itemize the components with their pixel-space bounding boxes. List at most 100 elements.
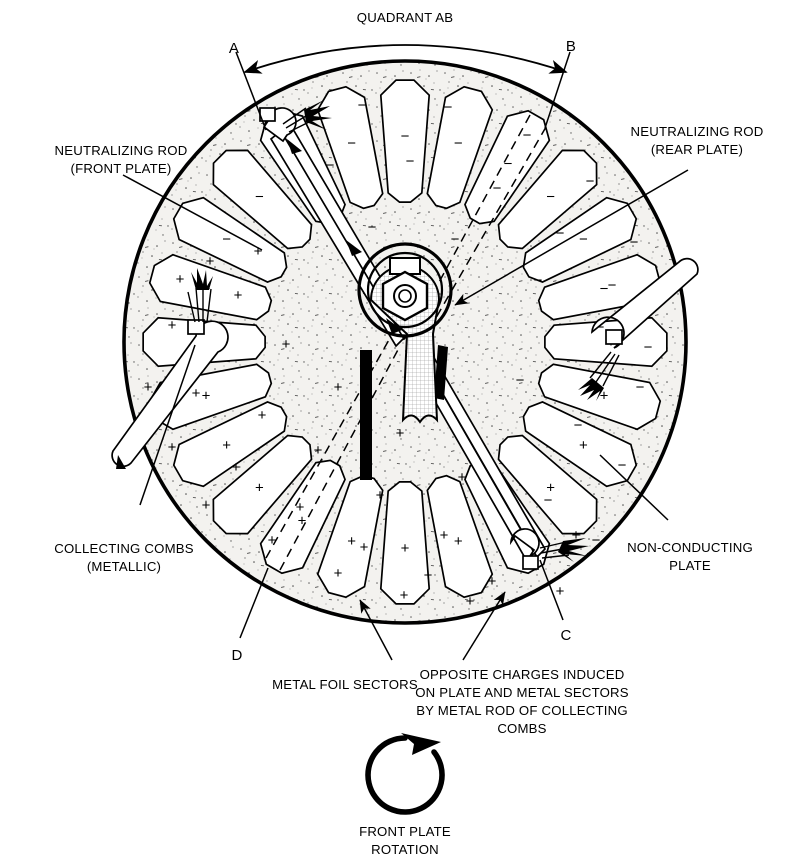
leader-neutralizing-front <box>122 174 263 251</box>
point-b-label: B <box>566 38 576 55</box>
comb-brush-top-left <box>259 100 332 143</box>
negative-charge-group: −−−−−−−−−−−−−−−−−−−−−−− <box>326 97 663 549</box>
positive-charge-sign: + <box>168 317 177 334</box>
negative-charge-sign: − <box>636 379 645 396</box>
positive-charge-sign: + <box>488 573 497 590</box>
neutralizing-rod-front-label-2: (FRONT PLATE) <box>70 161 171 176</box>
positive-charge-sign: + <box>334 565 343 582</box>
quadrant-arrow-path <box>243 44 568 74</box>
collecting-combs-label-2: (METALLIC) <box>87 559 161 574</box>
point-c-label: C <box>560 627 571 644</box>
negative-charge-sign: − <box>493 180 502 197</box>
positive-charge-sign: + <box>314 442 323 459</box>
hub-ring <box>357 242 453 338</box>
point-a-label: A <box>229 40 239 57</box>
negative-charge-sign: − <box>544 492 553 509</box>
hub-shadow-right <box>434 345 448 400</box>
comb-spark-right <box>578 378 604 401</box>
positive-charge-sign: + <box>458 469 467 486</box>
positive-charge-sign: + <box>168 439 177 456</box>
metal-foil-sector <box>497 434 598 535</box>
sector-negative-sign: − <box>579 231 588 248</box>
metal-foil-sector <box>537 363 662 431</box>
metal-foil-sector <box>172 401 288 488</box>
negative-charge-sign: − <box>630 234 639 251</box>
rod-arrow-mid <box>346 240 362 256</box>
positive-charge-sign: + <box>334 379 343 396</box>
positive-charge-sign: + <box>144 379 153 396</box>
comb-spark-bottom-right <box>558 538 589 562</box>
sector-negative-sign: − <box>347 135 356 152</box>
opposite-charges-label-3: BY METAL ROD OF COLLECTING <box>416 703 628 718</box>
leader-d <box>239 567 269 639</box>
negative-charge-sign: − <box>444 99 453 116</box>
sector-negative-sign: − <box>255 188 264 205</box>
metal-foil-sector <box>426 474 494 599</box>
positive-charge-sign: + <box>360 539 369 556</box>
non-conducting-label-2: PLATE <box>669 558 711 573</box>
sector-negative-sign: − <box>600 281 609 298</box>
negative-charge-sign: − <box>358 97 367 114</box>
sector-positive-sign: + <box>600 387 609 404</box>
sector-positive-sign: + <box>579 437 588 454</box>
rotation-label-2: ROTATION <box>371 842 439 857</box>
rotation-arrow-arc <box>365 735 445 815</box>
negative-charge-sign: − <box>368 219 377 236</box>
positive-charge-sign: + <box>424 567 433 584</box>
center-hub <box>357 242 453 480</box>
comb-brush-bottom-right <box>509 528 589 570</box>
leader-collecting-combs <box>139 344 196 506</box>
collecting-combs-label-1: COLLECTING COMBS <box>54 541 194 556</box>
positive-charge-sign: + <box>396 425 405 442</box>
positive-charge-sign: + <box>176 271 185 288</box>
hub-ring-inner <box>366 251 444 329</box>
negative-charge-sign: − <box>516 372 525 389</box>
positive-charge-sign: + <box>206 253 215 270</box>
sector-positive-sign: + <box>255 480 264 497</box>
collecting-comb-left <box>111 268 229 469</box>
rotation-label-1: FRONT PLATE <box>359 824 451 839</box>
positive-charge-sign: + <box>466 593 475 610</box>
metal-foil-sector <box>379 481 431 605</box>
metal-foil-sector <box>148 253 273 321</box>
comb-rod-bottom-right <box>509 528 540 558</box>
negative-charge-sign: − <box>586 173 595 190</box>
negative-charge-sign: − <box>596 319 605 336</box>
comb-collar-right <box>605 329 623 345</box>
negative-charge-sign: − <box>592 532 601 549</box>
comb-rod-left <box>111 320 229 468</box>
hub-shadow-left <box>360 350 372 480</box>
comb-spark-left <box>191 268 213 290</box>
leader-lines <box>122 51 689 661</box>
leader-metal-foil <box>359 599 393 661</box>
leader-opposite-charges <box>462 591 506 661</box>
positive-charge-sign: + <box>192 385 201 402</box>
non-conducting-label-1: NON-CONDUCTING <box>627 540 753 555</box>
negative-charge-sign: − <box>644 339 653 356</box>
positive-charge-sign: + <box>232 459 241 476</box>
positive-charge-sign: + <box>376 487 385 504</box>
leader-c <box>539 559 564 621</box>
opposite-charges-label-1: OPPOSITE CHARGES INDUCED <box>420 667 625 682</box>
positive-charge-sign: + <box>572 527 581 544</box>
comb-collar-bottom-right <box>522 555 539 570</box>
comb-brush-right <box>589 351 620 387</box>
front-plate-rotation-indicator <box>365 733 445 815</box>
opposite-charges-label-4: COMBS <box>497 721 546 736</box>
metal-foil-sector <box>522 196 638 283</box>
opposite-charges-label-2: ON PLATE AND METAL SECTORS <box>415 685 629 700</box>
negative-charge-sign: − <box>451 231 460 248</box>
metal-foil-sectors-label: METAL FOIL SECTORS <box>272 677 418 692</box>
metal-foil-sector <box>172 196 288 283</box>
comb-rod-right <box>591 257 699 349</box>
point-d-label: D <box>231 647 242 664</box>
neutralizing-rod-front-label-1: NEUTRALIZING ROD <box>55 143 188 158</box>
metal-foil-sector <box>212 434 313 535</box>
quadrant-label: QUADRANT AB <box>357 10 454 25</box>
negative-charge-sign: − <box>534 272 543 289</box>
rod-arrow-upper <box>287 139 302 154</box>
sector-positive-sign: + <box>298 512 307 529</box>
comb-arrow-left <box>116 455 126 469</box>
